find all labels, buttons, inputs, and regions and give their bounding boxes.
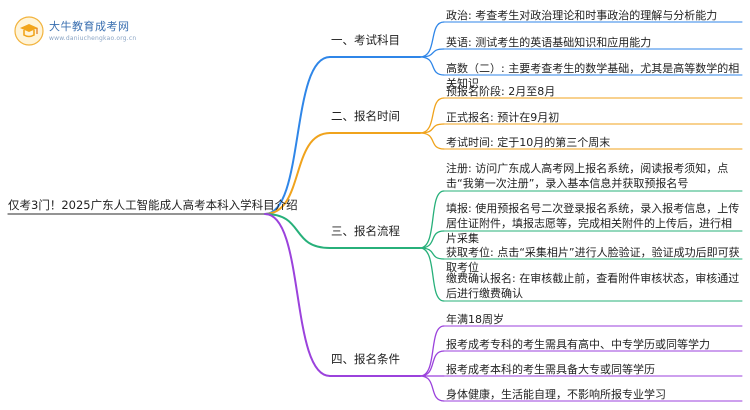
root-topic: 仅考3门！2025广东人工智能成人高考本科入学科目介绍 [8,198,298,212]
leaf-req-health: 身体健康，生活能自理，不影响所报专业学习 [446,388,666,401]
leaf-formal-registration: 正式报名: 预计在9月初 [446,111,560,124]
logo-url: www.daniuchengkao.org.cn [49,34,137,42]
branch-to-leaf-link [419,56,445,76]
branch-to-leaf-link [419,132,445,150]
branch-to-leaf-link [419,375,445,402]
root-to-branch-link [264,213,331,249]
logo-name: 大牛教育成考网 [49,19,130,33]
branch-to-leaf-link [419,247,445,302]
branch-to-leaf-link [419,123,445,134]
branch-to-leaf-link [419,97,445,134]
branch-to-leaf-link [419,247,445,260]
leaf-exam-time: 考试时间: 定于10月的第三个周末 [446,136,611,149]
leaf-process-fill: 填报: 使用预报名号二次登录报名系统，录入报考信息，上传居住证附件，填报志愿等，… [446,202,740,245]
root-to-branch-link [264,213,331,377]
leaf-req-associate: 报考成考专科的考生需具有高中、中专学历或同等学力 [446,338,710,351]
leaf-subject-english: 英语: 测试考生的英语基础知识和应用能力 [446,36,652,49]
leaf-req-age: 年满18周岁 [446,313,504,326]
branch-to-leaf-link [419,230,445,249]
leaf-req-bachelor: 报考成考本科的考生需具备大专或同等学历 [446,363,655,376]
root-to-branch-link [264,132,331,215]
site-logo: 大牛教育成考网 www.daniuchengkao.org.cn [14,16,136,46]
leaf-process-seat: 获取考位: 点击“采集相片”进行人脸验证，验证成功后即可获取考位 [446,246,740,274]
leaf-pre-registration: 预报名阶段: 2月至8月 [446,85,556,98]
branch-to-leaf-link [419,21,445,58]
branch-registration-requirements: 四、报名条件 [331,352,400,366]
branch-registration-time: 二、报名时间 [331,109,400,123]
graduation-book-icon [14,16,44,46]
leaf-subject-politics: 政治: 考查考生对政治理论和时事政治的理解与分析能力 [446,9,718,22]
branch-to-leaf-link [419,350,445,377]
root-to-branch-link [264,56,331,215]
branch-to-leaf-link [419,190,445,249]
leaf-subject-math: 高数（二）: 主要考查考生的数学基础，尤其是高等数学的相关知识 [446,62,740,90]
branch-registration-process: 三、报名流程 [331,224,400,238]
branch-exam-subjects: 一、考试科目 [331,33,400,47]
leaf-process-payment: 缴费确认报名: 在审核截止前，查看附件审核状态，审核通过后进行缴费确认 [446,272,740,300]
leaf-process-register: 注册: 访问广东成人高考网上报名系统，阅读报考须知，点击“我第一次注册”，录入基… [446,162,729,190]
